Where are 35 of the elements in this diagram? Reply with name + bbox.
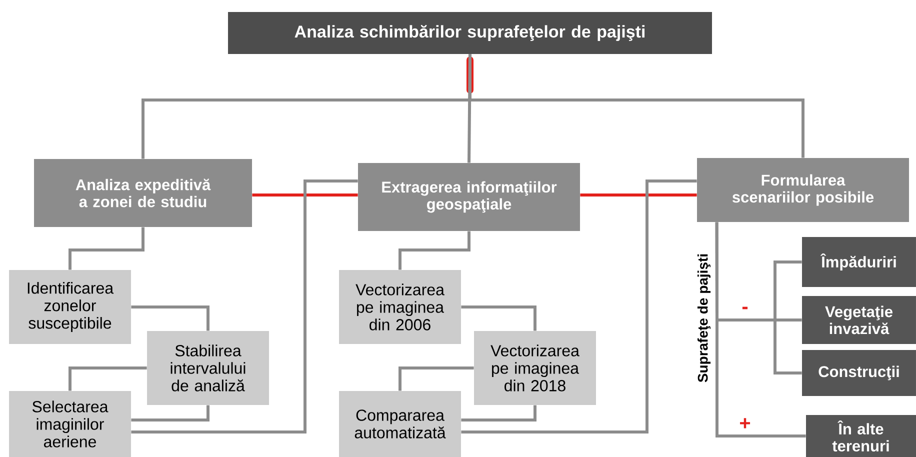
connector — [774, 320, 802, 374]
connector — [461, 405, 536, 422]
connector — [131, 306, 210, 331]
connector — [461, 180, 697, 434]
axis-label: Suprafeţe de pajişti — [697, 254, 711, 382]
process-box: Analiza expeditivă a zonei de studiu — [34, 159, 252, 227]
edge-label: - — [742, 306, 748, 310]
outcome-box: Împăduriri — [802, 237, 916, 287]
outcome-box: Vegetaţie invazivă — [802, 296, 916, 344]
connector — [68, 366, 147, 391]
step-box: Vectorizarea pe imaginea din 2018 — [474, 331, 596, 405]
heading-box: Analiza schimbărilor suprafeţelor de pajişti — [228, 12, 712, 54]
process-box: Formularea scenariilor posibile — [697, 158, 909, 222]
connector — [717, 318, 775, 322]
step-box: Vectorizarea pe imaginea din 2006 — [339, 270, 461, 344]
connector — [252, 194, 358, 196]
connector — [715, 222, 718, 320]
connector — [716, 320, 806, 438]
connector — [131, 405, 210, 422]
connector — [131, 180, 358, 434]
process-box: Extragerea informaţiilor geospaţiale — [358, 163, 580, 231]
connector — [398, 366, 474, 391]
step-box: Selectarea imaginilor aeriene — [9, 391, 131, 457]
connector — [68, 227, 144, 270]
step-box: Stabilirea intervalului de analiză — [147, 331, 269, 405]
step-box: Identificarea zonelor susceptibile — [9, 270, 131, 344]
connector — [468, 54, 804, 158]
connector — [398, 231, 470, 270]
connector — [775, 318, 802, 322]
connector — [580, 194, 697, 196]
step-box: Compararea automatizată — [339, 391, 461, 457]
outcome-box: Construcţii — [802, 350, 916, 396]
outcome-box: În alte terenuri — [806, 415, 916, 457]
edge-label: + — [740, 418, 750, 428]
connector — [461, 306, 536, 331]
